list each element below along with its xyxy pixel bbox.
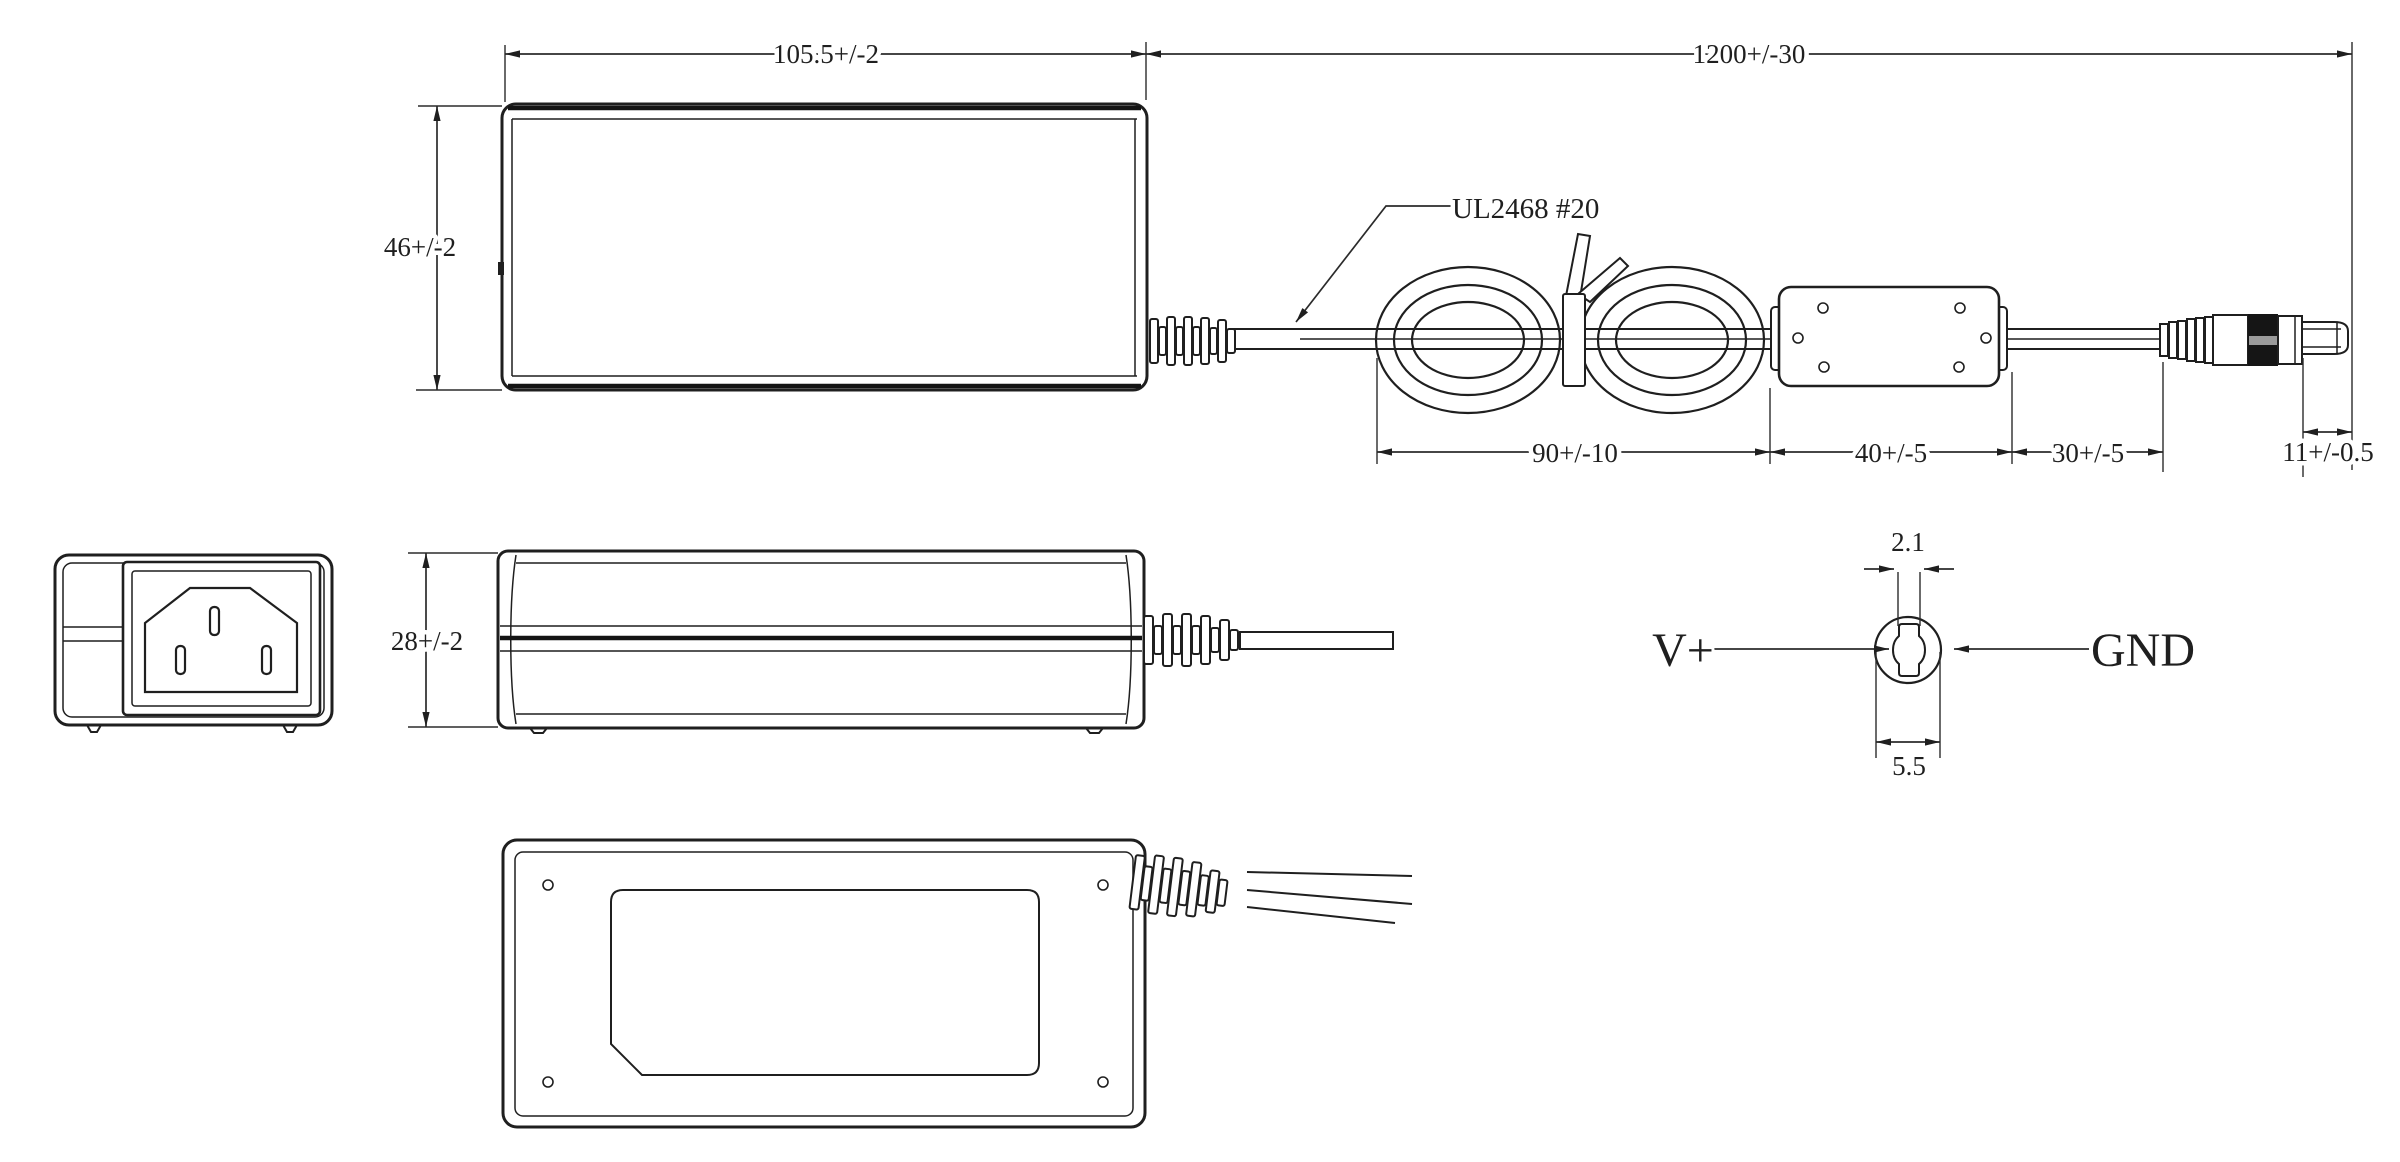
strain-relief-bottom-icon [1128, 854, 1229, 918]
side-foot-right [1083, 727, 1106, 734]
bottom-body-outline [501, 838, 1147, 1129]
cable-tie [1562, 293, 1586, 387]
plug-body [2212, 314, 2249, 366]
ground-terminal-label: GND [2091, 624, 2195, 677]
bottom-view [501, 838, 1413, 1129]
dim-body-height: 46+/-2 [384, 232, 456, 262]
screw-hole [542, 879, 554, 891]
plug-band-stripe [2249, 336, 2277, 345]
inlet-pin-earth [208, 605, 221, 637]
inlet-pin-neutral [260, 644, 273, 676]
dim-filter-box: 40+/-5 [1855, 438, 1927, 468]
front-view-ac-inlet [53, 553, 334, 733]
side-foot-left [527, 727, 550, 734]
side-view: 28+/-2 [386, 549, 1394, 734]
adapter-body-top [498, 102, 1149, 392]
plug-pin-keyhole [1891, 623, 1927, 677]
dim-pin-diameter: 2.1 [1891, 527, 1925, 557]
inlet-pin-line [174, 644, 187, 676]
iec-c14-recess [143, 586, 299, 694]
top-view: UL2468 #20 105.5+/-2 1200+/-30 46+/-2 [379, 35, 2378, 477]
cable-dimensions: 90+/-10 40+/-5 30+/-5 11+/-0.5 [1376, 358, 2378, 477]
inlet-bezel [121, 560, 322, 717]
dim-coil: 90+/-10 [1532, 438, 1618, 468]
front-foot-right [281, 724, 299, 733]
top-dimensions: 105.5+/-2 1200+/-30 46+/-2 [379, 35, 2353, 470]
cable-spec-label: UL2468 #20 [1452, 193, 1599, 225]
screw-hole [542, 1076, 554, 1088]
dim-lead: 30+/-5 [2052, 438, 2124, 468]
plug-collar [2277, 315, 2303, 365]
plug-barrel-section [1873, 615, 1943, 685]
plug-tip [2301, 321, 2349, 355]
screw-hole [1097, 879, 1109, 891]
side-cable [1239, 631, 1394, 650]
bottom-cable [1246, 871, 1413, 924]
cable-coil [1374, 232, 1766, 415]
strain-relief-side-icon [1143, 613, 1239, 667]
dim-body-width: 105.5+/-2 [773, 39, 879, 69]
front-foot-left [85, 724, 103, 733]
case-seam-mark [498, 262, 504, 275]
output-cable [1232, 328, 2162, 350]
positive-terminal-label: V+ [1652, 624, 1714, 677]
dim-thickness: 28+/-2 [391, 626, 463, 656]
screw-hole [1097, 1076, 1109, 1088]
label-recess [610, 889, 1040, 1076]
dim-cable-length: 1200+/-30 [1693, 39, 1806, 69]
plug-polarity-diagram: 2.1 5.5 V+ GND [1649, 523, 2198, 786]
plug-strain-relief [2159, 316, 2214, 364]
strain-relief-top-icon [1149, 316, 1236, 366]
dim-plug-tip: 11+/-0.5 [2282, 437, 2373, 467]
cable-spec-callout: UL2468 #20 [1295, 189, 1604, 323]
filter-box [1770, 285, 2008, 388]
dim-barrel-diameter: 5.5 [1892, 751, 1926, 781]
dc-plug [2159, 314, 2349, 366]
side-dimension: 28+/-2 [386, 552, 498, 728]
